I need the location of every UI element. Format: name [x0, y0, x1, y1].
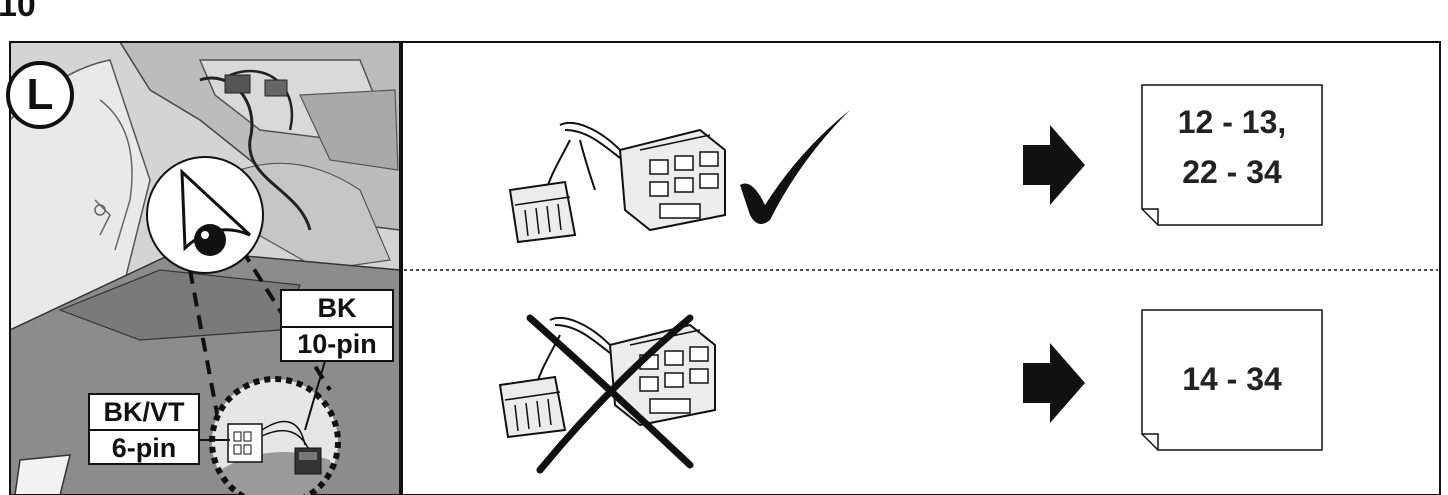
page-range-line-1: 12 - 13,	[1177, 104, 1287, 140]
page-reference-box	[1141, 309, 1323, 451]
page-reference-text-present: 12 - 13, 22 - 34	[1142, 98, 1322, 197]
label-upper-connector: BK 10-pin	[280, 289, 394, 362]
page-range: 14 - 34	[1182, 361, 1282, 397]
lower-connector-color: BK/VT	[103, 396, 185, 427]
lower-connector-pins: 6-pin	[90, 429, 198, 465]
side-marker-letter: L	[26, 70, 54, 119]
page-reference-box	[1141, 84, 1323, 226]
side-marker-circle	[6, 61, 74, 129]
arrow-right-icon	[1023, 343, 1085, 423]
connector-pair-absent	[498, 317, 716, 439]
arrow-right-icon	[1023, 125, 1085, 205]
label-lower-connector: BK/VT 6-pin	[88, 393, 200, 465]
upper-connector-pins: 10-pin	[282, 325, 392, 363]
cross-icon	[526, 314, 694, 474]
connector-pair-present	[508, 122, 726, 244]
check-icon	[740, 110, 850, 224]
eye-icon	[146, 156, 264, 274]
page-reference-text-absent: 14 - 34	[1142, 355, 1322, 405]
page-range-line-2: 22 - 34	[1182, 153, 1282, 190]
magnified-connectors	[209, 376, 341, 495]
step-number: 10	[0, 0, 36, 24]
upper-connector-color: BK	[317, 292, 357, 323]
